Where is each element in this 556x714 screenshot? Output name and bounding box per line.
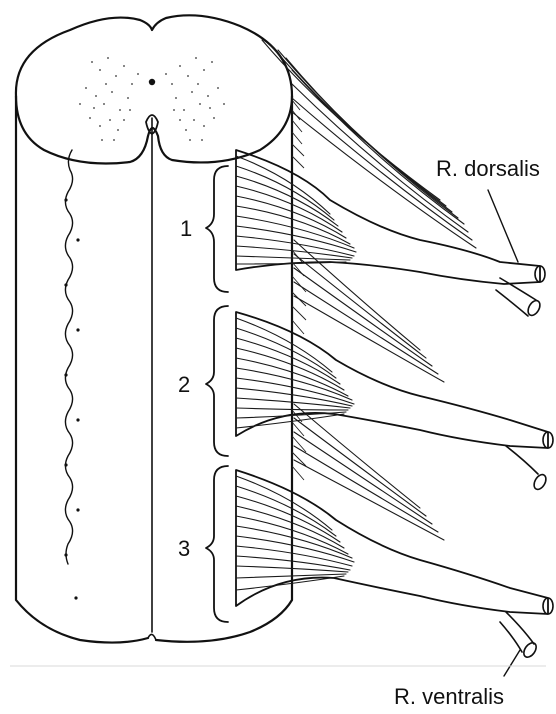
bracket-2 xyxy=(206,306,228,456)
segment-3-ventral-branch xyxy=(506,612,534,644)
bracket-1 xyxy=(206,166,228,292)
gray-matter-right xyxy=(165,57,225,141)
central-canal xyxy=(149,79,155,85)
label-segment-1: 1 xyxy=(180,216,192,241)
gray-matter-left xyxy=(79,57,139,141)
segment-3-ventral-cut xyxy=(521,641,538,660)
label-segment-2: 2 xyxy=(178,372,190,397)
bracket-3 xyxy=(206,466,228,622)
segment-1-ventral-branch-lower xyxy=(496,290,528,316)
segment-2-ventral-cut xyxy=(532,473,549,492)
cross-section-outline xyxy=(16,15,292,163)
cord-left-edge xyxy=(16,96,148,643)
segment-2-ventral-branch xyxy=(506,446,538,474)
cord-bottom-notch xyxy=(148,634,156,640)
cord-cross-section xyxy=(16,15,292,163)
segment-2-roots xyxy=(236,312,553,491)
surface-vessel xyxy=(65,150,72,564)
cord-right-edge xyxy=(156,96,292,642)
label-segment-3: 3 xyxy=(178,536,190,561)
ventral-leader-line xyxy=(504,650,520,676)
label-r-ventralis: R. ventralis xyxy=(394,684,504,709)
segment-1-ventral-cut xyxy=(526,299,543,318)
rootlet-hatching xyxy=(262,40,476,540)
spinal-cord-body xyxy=(16,96,292,643)
segment-3-ventral-branch-lower xyxy=(500,622,522,652)
label-r-dorsalis: R. dorsalis xyxy=(436,156,540,181)
dorsal-leader-line xyxy=(488,190,518,262)
segment-brackets xyxy=(206,166,228,622)
